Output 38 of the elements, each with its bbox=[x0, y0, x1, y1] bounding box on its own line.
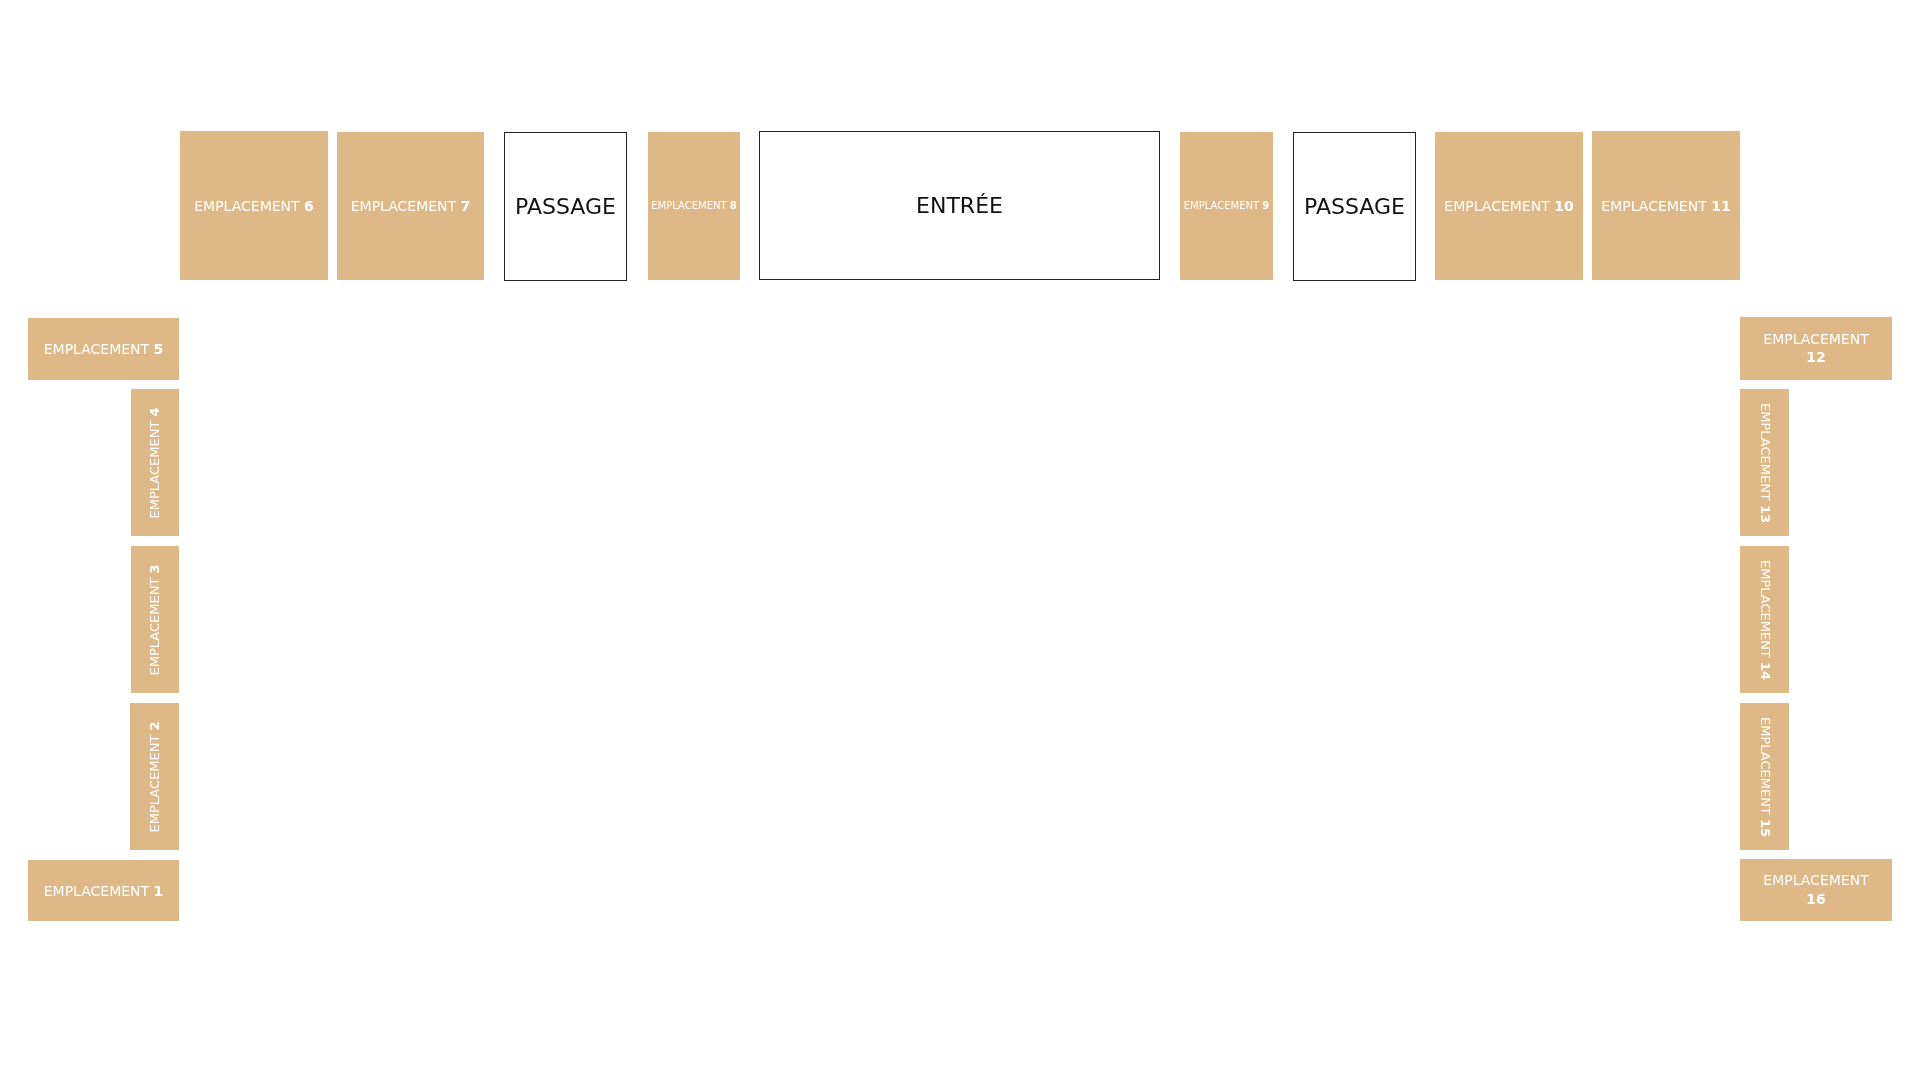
booth-space bbox=[337, 132, 484, 280]
booth-space bbox=[131, 546, 179, 693]
area-label: ENTRÉE bbox=[916, 191, 1003, 220]
booth-label: EMPLACEMENT 6 bbox=[193, 196, 315, 215]
booth-space bbox=[1740, 546, 1789, 693]
booth-label: EMPLACEMENT 2 bbox=[145, 721, 163, 832]
booth-label: EMPLACEMENT 12 bbox=[1762, 329, 1870, 368]
booth-label: EMPLACEMENT 10 bbox=[1443, 196, 1575, 216]
booth-label: EMPLACEMENT 8 bbox=[650, 199, 738, 213]
booth-space bbox=[28, 318, 179, 380]
booth-space bbox=[1592, 131, 1740, 280]
booth-label: EMPLACEMENT 7 bbox=[349, 196, 472, 216]
booth-label: EMPLACEMENT 9 bbox=[1182, 199, 1271, 213]
area-label: PASSAGE bbox=[1304, 192, 1405, 221]
booth-label: EMPLACEMENT 11 bbox=[1600, 196, 1732, 215]
booth-space bbox=[1740, 317, 1892, 380]
booth-space bbox=[131, 389, 179, 536]
booth-label: EMPLACEMENT 15 bbox=[1756, 716, 1774, 837]
booth-label: EMPLACEMENT 3 bbox=[146, 564, 164, 675]
booth-space bbox=[1435, 132, 1583, 280]
passage-area bbox=[1293, 132, 1416, 281]
booth-label: EMPLACEMENT 16 bbox=[1762, 871, 1870, 909]
booth-space bbox=[1740, 389, 1789, 536]
passage-area bbox=[504, 132, 627, 281]
booth-space bbox=[648, 132, 740, 280]
booth-label: EMPLACEMENT 13 bbox=[1756, 402, 1774, 523]
booth-space bbox=[130, 703, 179, 850]
area-label: PASSAGE bbox=[515, 192, 616, 221]
booth-space bbox=[1180, 132, 1273, 280]
booth-space bbox=[1740, 703, 1789, 850]
booth-label: EMPLACEMENT 5 bbox=[43, 339, 164, 359]
booth-space bbox=[1740, 859, 1892, 921]
booth-space bbox=[28, 860, 179, 921]
booth-label: EMPLACEMENT 14 bbox=[1756, 559, 1774, 680]
booth-space bbox=[180, 131, 328, 280]
booth-label: EMPLACEMENT 1 bbox=[43, 881, 164, 900]
passage-area bbox=[759, 131, 1160, 280]
booth-label: EMPLACEMENT 4 bbox=[146, 407, 164, 518]
